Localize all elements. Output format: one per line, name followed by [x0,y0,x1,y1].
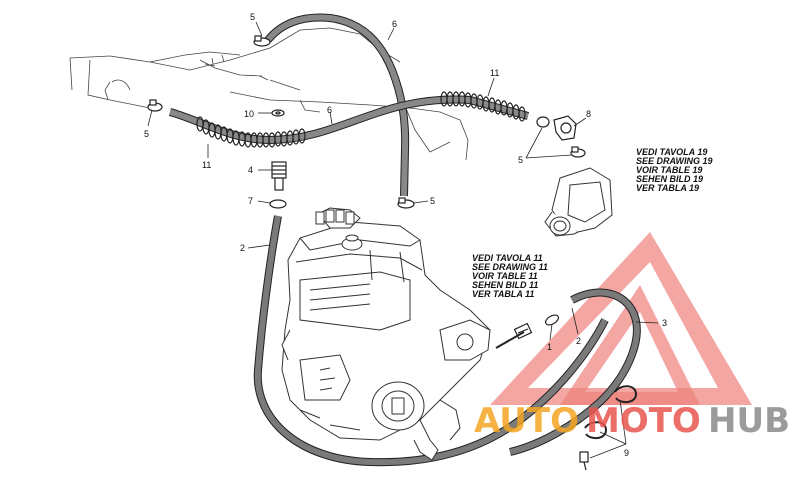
ref19-line-3: VOIR TABLE 19 [636,165,702,175]
watermark-moto: MOTO [586,401,701,441]
reference-note-11: VEDI TAVOLA 11 SEE DRAWING 11 VOIR TABLE… [472,253,548,299]
callout-5-mid: 5 [430,196,435,206]
ref19-line-5: VER TABLA 19 [636,183,699,193]
callout-labels: 5 6 11 10 6 5 11 8 5 4 7 5 2 1 2 3 9 [144,12,667,458]
spring-sleeve-left [196,116,306,148]
watermark-logo [490,232,752,405]
callout-6-top: 6 [392,19,397,29]
callout-1: 1 [547,342,552,352]
clamp-7 [269,199,287,209]
hose-2-left [253,215,609,467]
washer-10 [271,109,285,117]
clamp-2-small [545,314,559,326]
hose-6-vertical [264,13,410,197]
clamp-5-left [147,99,163,112]
hose-6-horizontal [168,95,530,145]
callout-7: 7 [248,196,253,206]
callout-2-right: 2 [576,336,581,346]
callout-11-left: 11 [202,160,211,170]
reference-note-19: VEDI TAVOLA 19 SEE DRAWING 19 VOIR TABLE… [636,147,713,193]
ref11-line-2: SEE DRAWING 11 [472,262,548,272]
ref19-line-1: VEDI TAVOLA 19 [636,147,707,157]
watermark-auto: AUTO [474,401,579,441]
hose-3-right [509,288,641,456]
elbow-fitting-8 [553,115,577,141]
clamp-5-right-bottom [570,146,586,158]
watermark-text: AUTO MOTO HUB [474,401,790,441]
leader-lines [147,21,659,459]
clamp-9-a [614,385,638,404]
callout-5-top: 5 [250,12,255,22]
callout-4: 4 [248,165,253,175]
ref11-line-3: VOIR TABLE 11 [472,271,538,281]
ref19-line-4: SEHEN BILD 19 [636,174,703,184]
callout-2-left: 2 [240,243,245,253]
callout-3: 3 [662,318,667,328]
watermark-hub: HUB [708,401,790,441]
fitting-1 [495,322,533,349]
clamp-9-b [584,421,608,440]
spring-sleeve-right [440,91,526,122]
ref19-line-2: SEE DRAWING 19 [636,156,713,166]
clamp-5-right-top [536,116,550,128]
callout-5-left: 5 [144,129,149,139]
thermostat-housing [544,167,613,237]
callout-11-right: 11 [490,68,499,78]
bolt-9 [579,451,589,471]
callout-6-mid: 6 [327,105,332,115]
callout-5-right: 5 [518,155,523,165]
callout-8: 8 [586,109,591,119]
frame-outline [69,27,469,161]
clamp-5-top [253,35,271,47]
engine-block [281,207,491,461]
ref11-line-1: VEDI TAVOLA 11 [472,253,543,263]
clamp-5-mid [397,197,415,209]
ref11-line-5: VER TABLA 11 [472,289,534,299]
callout-9: 9 [624,448,629,458]
callout-10: 10 [244,109,254,119]
fitting-4 [271,161,287,191]
ref11-line-4: SEHEN BILD 11 [472,280,538,290]
